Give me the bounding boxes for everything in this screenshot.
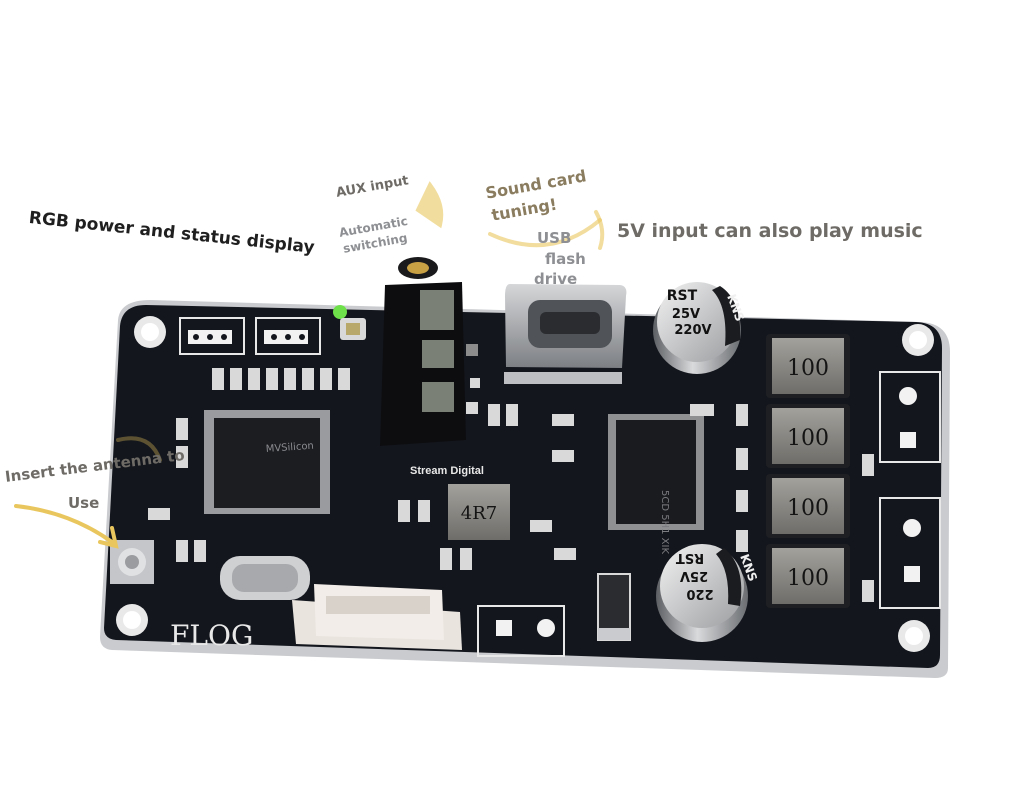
usb-c-port	[504, 284, 627, 384]
inductor-3-label: 100	[787, 496, 829, 521]
cap-top-line2: 25V	[672, 307, 700, 322]
brand-silk: FLOG	[170, 619, 253, 652]
aux-jack	[380, 257, 478, 446]
smd-components	[148, 368, 874, 602]
diode	[597, 573, 631, 641]
capacitor-bottom: RST 25V 220 KNS	[656, 544, 760, 642]
speaker-pads	[879, 371, 941, 609]
usb-caption-2: flash	[545, 250, 586, 268]
cap-bottom-line3: 220	[686, 586, 713, 601]
bottom-pad-box	[477, 605, 565, 657]
mounting-holes	[116, 316, 934, 652]
mcu-mark: MVSilicon	[265, 441, 314, 455]
usb-caption-1: USB	[537, 229, 572, 247]
cap-top-line3: 220V	[674, 323, 711, 338]
capacitor-top: RST 25V 220V KNS	[653, 282, 747, 374]
five-volt-caption: 5V input can also play music	[617, 220, 923, 242]
cap-top-line1: RST	[667, 288, 698, 304]
antenna-caption-2: Use	[68, 494, 100, 512]
inductor-1-label: 100	[787, 356, 829, 381]
white-connector	[292, 584, 462, 650]
inductor-4-label: 100	[787, 566, 829, 591]
amp-chip-mark: 5CD 5H1 XIK	[659, 490, 670, 554]
small-inductor: 4R7	[448, 484, 510, 540]
cap-bottom-line2: 25V	[680, 568, 708, 583]
stream-digital-silk: Stream Digital	[410, 465, 484, 477]
annotation-arrows	[14, 181, 605, 549]
top-pads	[179, 317, 321, 355]
antenna-connector	[110, 540, 154, 584]
crystal	[220, 556, 310, 600]
cap-bottom-line1: RST	[676, 550, 704, 565]
usb-caption-3: drive	[534, 270, 578, 288]
inductor-2-label: 100	[787, 426, 829, 451]
amplifier-chip: 5CD 5H1 XIK	[608, 414, 704, 554]
small-inductor-label: 4R7	[461, 503, 497, 524]
rgb-led	[333, 305, 366, 340]
inductor-column: 100 100 100 100	[766, 334, 850, 608]
mcu-chip: MVSilicon	[204, 410, 330, 514]
